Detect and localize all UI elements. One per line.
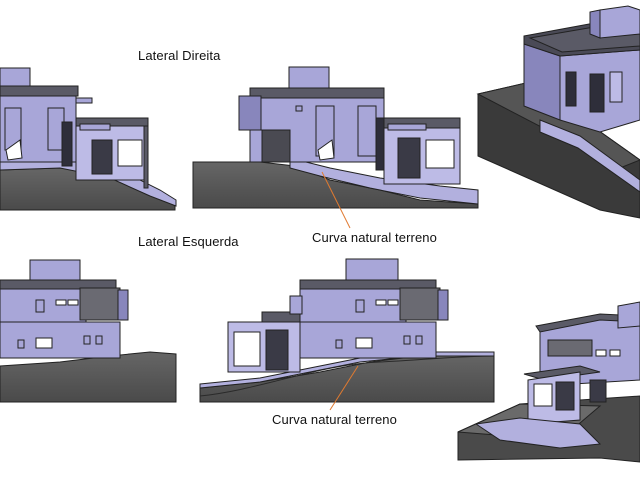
roof-slab (249, 87, 385, 99)
retaining-wall (199, 351, 495, 389)
window (355, 299, 365, 313)
canopy-slab (523, 365, 601, 381)
house-front (523, 43, 561, 121)
label-curva-terreno-1: Curva natural terreno (312, 230, 437, 245)
roof-cap (75, 97, 93, 104)
window (83, 335, 91, 345)
window (595, 349, 607, 357)
opening (555, 381, 575, 411)
upper-box-side (589, 9, 601, 39)
window (35, 337, 53, 349)
window (335, 339, 343, 349)
roof-slab (0, 85, 79, 97)
elevation-right-1 (0, 67, 177, 211)
leader-line (321, 171, 351, 229)
window (589, 73, 605, 113)
upper-volume (0, 67, 31, 89)
upper-box (617, 301, 640, 329)
upper-box (599, 5, 640, 39)
opening (233, 331, 261, 367)
vent (295, 105, 303, 112)
isometric-view-2 (457, 301, 640, 463)
label-curva-terreno-2: Curva natural terreno (272, 412, 397, 427)
window (609, 71, 623, 103)
dark-volume (399, 287, 441, 321)
opening (533, 383, 553, 407)
canopy (387, 123, 427, 131)
opening (117, 139, 143, 167)
dark-volume (547, 339, 593, 357)
detail (5, 139, 23, 161)
window (355, 337, 373, 349)
dark-volume (261, 129, 291, 163)
post (143, 125, 149, 189)
elevation-left-2 (199, 258, 495, 403)
window (17, 339, 25, 349)
upper-volume (345, 258, 399, 282)
opening (397, 137, 421, 179)
window (55, 299, 67, 306)
upper-volume (288, 66, 330, 90)
elevation-left-1 (0, 259, 177, 403)
window-shadow (375, 117, 385, 171)
window (95, 335, 103, 345)
roof-top (535, 313, 640, 333)
retaining-wall (539, 119, 640, 193)
canopy (79, 123, 111, 131)
upper-volume (29, 259, 81, 283)
elevation-right-2 (192, 66, 479, 209)
side-tab (437, 289, 449, 321)
terrain (0, 351, 177, 403)
window (589, 379, 607, 403)
window (387, 299, 399, 306)
retaining-wall (474, 417, 602, 449)
opening (265, 329, 289, 371)
window (415, 335, 423, 345)
window (67, 299, 79, 306)
terrain (192, 161, 479, 209)
facade-side (238, 95, 262, 131)
side-tab (117, 289, 129, 321)
opening (425, 139, 455, 169)
detail (317, 139, 335, 161)
window (609, 349, 621, 357)
window (357, 105, 377, 157)
opening (91, 139, 113, 175)
terrain-curve (199, 355, 495, 397)
dark-volume (79, 287, 121, 321)
isometric-view-1 (476, 5, 640, 219)
window (565, 71, 577, 107)
label-lateral-direita: Lateral Direita (138, 48, 221, 63)
window (403, 335, 411, 345)
window (35, 299, 45, 313)
facade-step (289, 295, 303, 315)
leader-line (329, 365, 359, 411)
window (375, 299, 387, 306)
label-lateral-esquerda: Lateral Esquerda (138, 234, 239, 249)
window-shadow (61, 121, 73, 167)
